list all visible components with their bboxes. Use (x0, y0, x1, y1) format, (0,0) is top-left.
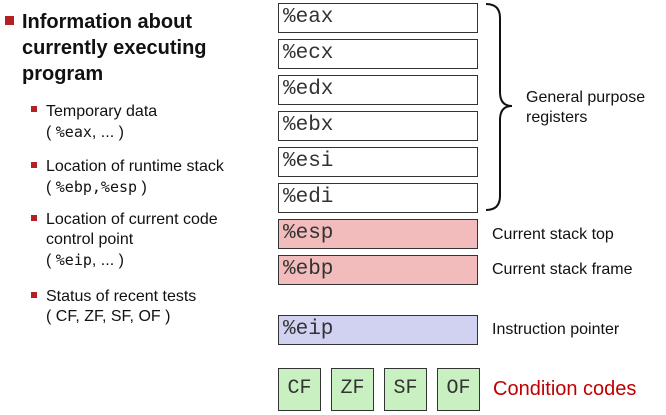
flag-zf: ZF (331, 368, 374, 411)
stack-top-label: Current stack top (492, 226, 614, 243)
heading-line-2: currently executing (22, 37, 207, 59)
item-code-line: ( %ebp,%esp ) (46, 177, 224, 198)
code-suffix: , ... ) (91, 124, 124, 141)
register-edi: %edi (278, 183, 478, 213)
flag-sf: SF (384, 368, 427, 411)
item-bullet (31, 106, 37, 112)
register-esi: %esi (278, 147, 478, 177)
general-purpose-line-2: registers (526, 109, 588, 126)
heading-line-3: program (22, 63, 104, 85)
item-label: control point (46, 231, 134, 248)
register-esp: %esp (278, 219, 478, 249)
code-text: %ebp,%esp (55, 178, 138, 196)
item-status-tests: Status of recent tests ( CF, ZF, SF, OF … (46, 287, 196, 327)
register-ebx: %ebx (278, 111, 478, 141)
item-bullet (31, 215, 37, 221)
item-temporary-data: Temporary data ( %eax, ... ) (46, 102, 157, 143)
general-purpose-label: General purpose registers (526, 88, 645, 128)
instruction-pointer-label: Instruction pointer (492, 321, 620, 338)
item-label: ( CF, ZF, SF, OF ) (46, 308, 171, 325)
item-runtime-stack: Location of runtime stack ( %ebp,%esp ) (46, 157, 224, 198)
item-bullet (31, 292, 37, 298)
code-text: %eax (55, 123, 92, 141)
code-text: %eip (55, 251, 92, 269)
item-label: Location of current code (46, 211, 218, 228)
code-prefix: ( (46, 179, 56, 196)
stack-frame-label: Current stack frame (492, 261, 633, 278)
heading-line-1: Information about (22, 11, 192, 33)
heading-bullet (5, 16, 14, 25)
register-eax: %eax (278, 3, 478, 33)
heading-text: Information about currently executing pr… (22, 9, 207, 87)
code-prefix: ( (46, 252, 56, 269)
brace-icon (485, 3, 513, 211)
code-suffix: , ... ) (91, 252, 124, 269)
item-code-line: ( %eip, ... ) (46, 250, 218, 271)
register-ebp: %ebp (278, 255, 478, 285)
code-suffix: ) (137, 179, 147, 196)
flag-cf: CF (278, 368, 321, 411)
item-bullet (31, 162, 37, 168)
condition-codes-label: Condition codes (493, 378, 637, 400)
item-code-line: ( %eax, ... ) (46, 122, 157, 143)
register-edx: %edx (278, 75, 478, 105)
item-label: Status of recent tests (46, 288, 197, 305)
register-eip: %eip (278, 315, 478, 345)
general-purpose-line-1: General purpose (526, 89, 646, 106)
item-code-control: Location of current code control point (… (46, 210, 218, 271)
flag-of: OF (437, 368, 480, 411)
code-prefix: ( (46, 124, 56, 141)
register-ecx: %ecx (278, 39, 478, 69)
item-label: Temporary data (46, 103, 158, 120)
item-label: Location of runtime stack (46, 158, 224, 175)
